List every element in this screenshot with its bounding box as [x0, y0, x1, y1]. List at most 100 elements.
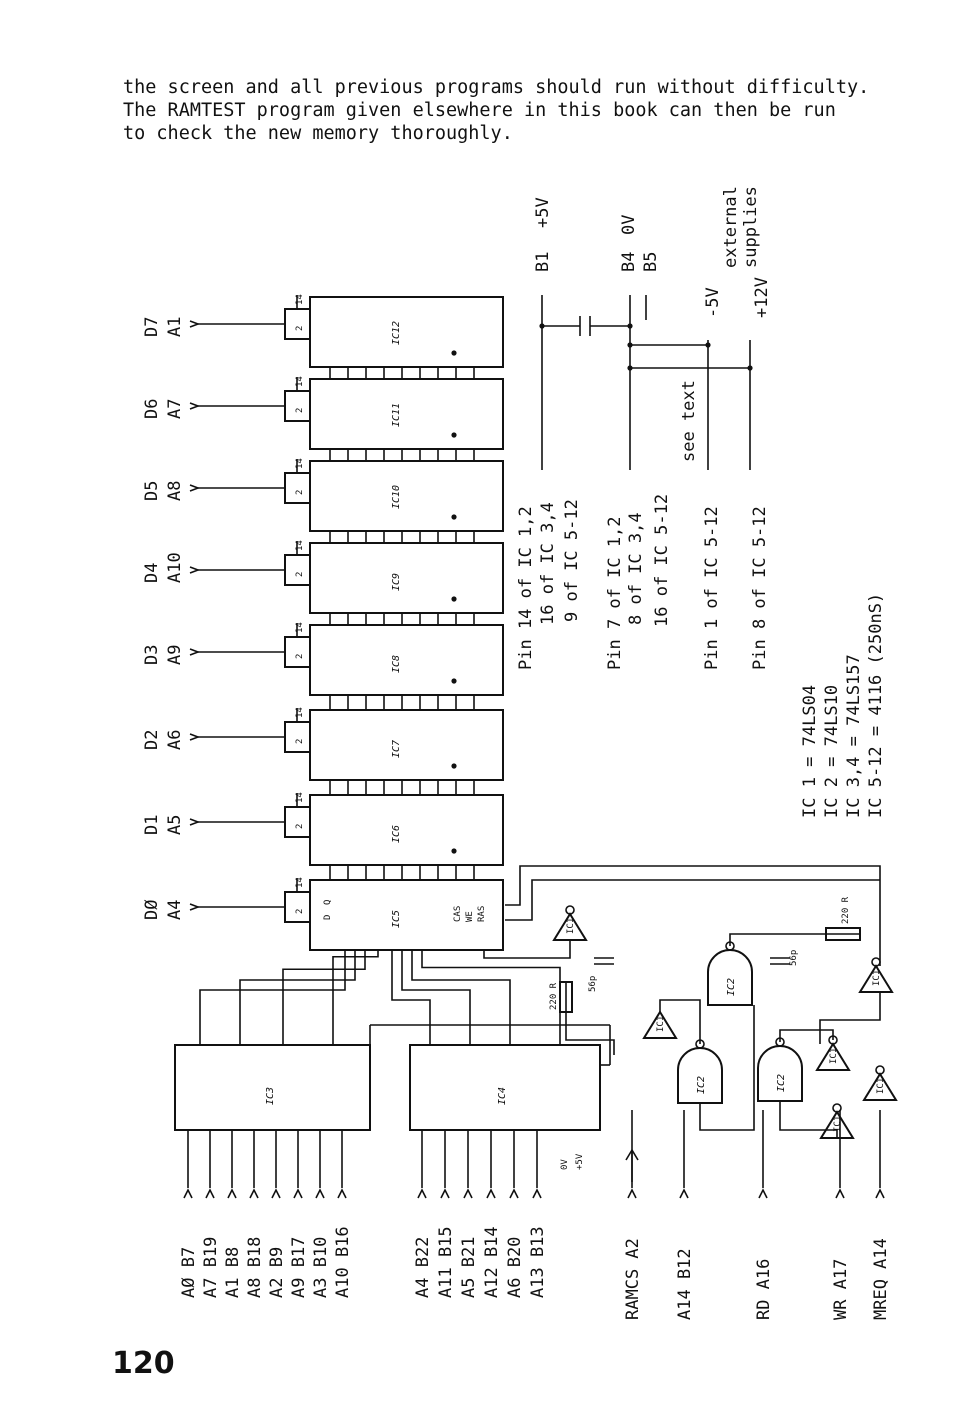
ram-chip	[309, 542, 504, 614]
connector-symbol	[417, 1188, 427, 1199]
control-wire	[779, 1029, 834, 1042]
input-label: A3 B10	[311, 1237, 331, 1298]
chip-label: IC8	[391, 655, 402, 673]
gate-label: IC2	[776, 1074, 787, 1092]
supply-label: 0V	[560, 1159, 570, 1170]
mux-output	[199, 950, 346, 1045]
junction-dot	[627, 323, 633, 329]
address-line-label: A4	[165, 900, 185, 920]
connector-symbol	[758, 1188, 768, 1199]
connector-symbol	[227, 1188, 237, 1199]
connector-symbol	[293, 1188, 303, 1199]
inverter-gate	[858, 964, 894, 993]
junction-dot	[451, 678, 457, 684]
chip-label: IC12	[391, 321, 402, 345]
gate-label: IC1	[566, 918, 576, 934]
ic4-label: IC4	[497, 1087, 508, 1105]
chip-label: IC9	[391, 573, 402, 591]
capacitor-label: 56p	[789, 950, 799, 966]
b1-label: B1	[533, 252, 553, 272]
pin-note: 16 of IC 3,4	[538, 502, 558, 625]
gate-label: IC2	[696, 1076, 707, 1094]
pin-number: 14	[295, 877, 305, 888]
ic-type: IC 2 = 74LS10	[822, 685, 842, 818]
control-wire	[819, 992, 881, 1044]
input-label: A11 B15	[436, 1226, 456, 1298]
resistor-label: 220 R	[841, 896, 851, 924]
zero-volt-label: 0V	[619, 215, 639, 235]
junction-dot	[705, 342, 711, 348]
address-line-label: A6	[165, 730, 185, 750]
connector-symbol	[189, 484, 201, 492]
see-text-label: see text	[679, 380, 699, 462]
mux-output	[239, 950, 356, 1045]
junction-dot	[627, 342, 633, 348]
gate-label: IC1	[833, 1116, 843, 1132]
pin-box	[284, 891, 311, 923]
connector-symbol	[189, 648, 201, 656]
supply-label: +5V	[575, 1153, 585, 1170]
chip-label: IC11	[391, 403, 402, 427]
chip-label: IC10	[391, 485, 402, 509]
bubble	[832, 1103, 842, 1113]
inverter-gate	[642, 1010, 678, 1039]
connector-symbol	[835, 1188, 845, 1199]
intro-line: to check the new memory thoroughly.	[123, 123, 513, 144]
pin-box	[284, 806, 311, 838]
connector-symbol	[205, 1188, 215, 1199]
pin-label: Q	[323, 900, 333, 905]
ram-chip	[309, 460, 504, 532]
address-line-label: A5	[165, 815, 185, 835]
supplies-label: supplies	[741, 186, 761, 268]
pin-number: 2	[295, 408, 305, 413]
control-wire	[565, 982, 615, 1055]
plus-12v-label: +12V	[752, 277, 772, 318]
connector-symbol	[337, 1188, 347, 1199]
b5-label: B5	[641, 252, 661, 272]
intro-line: The RAMTEST program given elsewhere in t…	[123, 100, 836, 121]
junction-dot	[451, 848, 457, 854]
pin-number: 2	[295, 326, 305, 331]
pin-number: 2	[295, 739, 305, 744]
input-label: A6 B20	[505, 1237, 525, 1298]
junction-dot	[627, 365, 633, 371]
input-label: A5 B21	[459, 1237, 479, 1298]
address-line-label: A10	[165, 552, 185, 583]
address-line-label: A9	[165, 645, 185, 665]
pin-note: Pin 1 of IC 5-12	[702, 506, 722, 670]
chip-label: IC5	[391, 910, 402, 928]
input-label: A12 B14	[482, 1226, 502, 1298]
chip-label: IC6	[391, 825, 402, 843]
inverter-gate	[862, 1072, 898, 1101]
pin-note: 16 of IC 5-12	[652, 494, 672, 627]
input-label: A2 B9	[267, 1247, 287, 1298]
connector-symbol	[875, 1188, 885, 1199]
ram-chip	[309, 794, 504, 866]
connector-symbol	[189, 733, 201, 741]
connector-symbol	[627, 1188, 637, 1199]
gate-label: IC1	[829, 1048, 839, 1064]
pin-number: 14	[295, 376, 305, 387]
connector-symbol	[189, 566, 201, 574]
bubble	[565, 905, 575, 915]
bubble	[875, 1065, 885, 1075]
mux-output	[401, 950, 471, 1045]
connector-symbol	[249, 1188, 259, 1199]
control-wire	[659, 999, 701, 1044]
intro-line: the screen and all previous programs sho…	[123, 77, 870, 98]
ram-chip	[309, 709, 504, 781]
minus-5v-label: -5V	[703, 287, 723, 318]
data-line-label: D1	[142, 815, 162, 835]
connector-symbol	[509, 1188, 519, 1199]
gate-label: IC1	[656, 1016, 666, 1032]
pin-number: 14	[295, 622, 305, 633]
intro-paragraph: the screen and all previous programs sho…	[123, 76, 923, 145]
control-wire	[505, 879, 880, 921]
control-input-label: A14 B12	[675, 1248, 695, 1320]
control-input-label: WR A17	[831, 1259, 851, 1320]
gate-label: IC1	[872, 970, 882, 986]
capacitor-label: 56p	[588, 976, 598, 992]
pin-box	[284, 472, 311, 504]
connector-symbol	[463, 1188, 473, 1199]
data-line-label: D6	[142, 399, 162, 419]
